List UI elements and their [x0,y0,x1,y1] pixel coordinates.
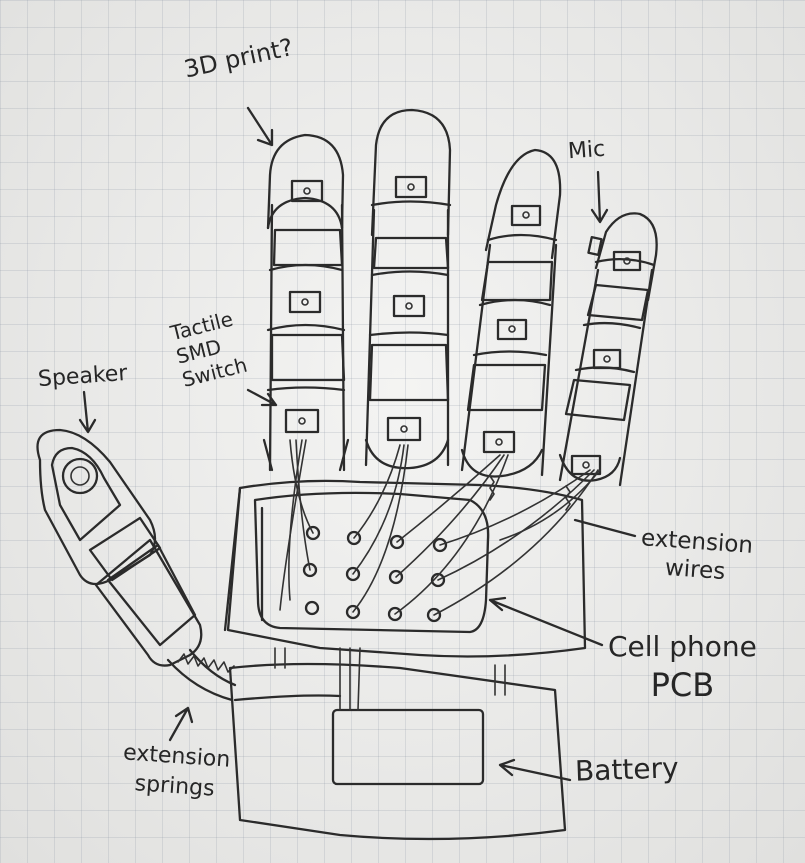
label-extension-springs: extension springs [120,738,231,805]
annotation-arrows [78,106,637,782]
finger-pinky [558,212,658,487]
label-battery: Battery [574,751,680,788]
palm [223,439,601,658]
label-extension-wires: extension wires [638,524,754,588]
finger-middle [364,108,452,470]
label-pcb-line-2: PCB [650,666,715,704]
wrist-band [228,647,567,841]
pcb-pads [302,525,448,623]
label-mic: Mic [567,136,606,165]
label-pcb-line-1: Cell phone [608,630,757,663]
thumb [36,428,237,702]
wires [279,439,601,616]
finger-index [262,133,350,472]
finger-ring [460,148,562,478]
label-cell-phone-pcb: Cell phone PCB [608,628,757,704]
